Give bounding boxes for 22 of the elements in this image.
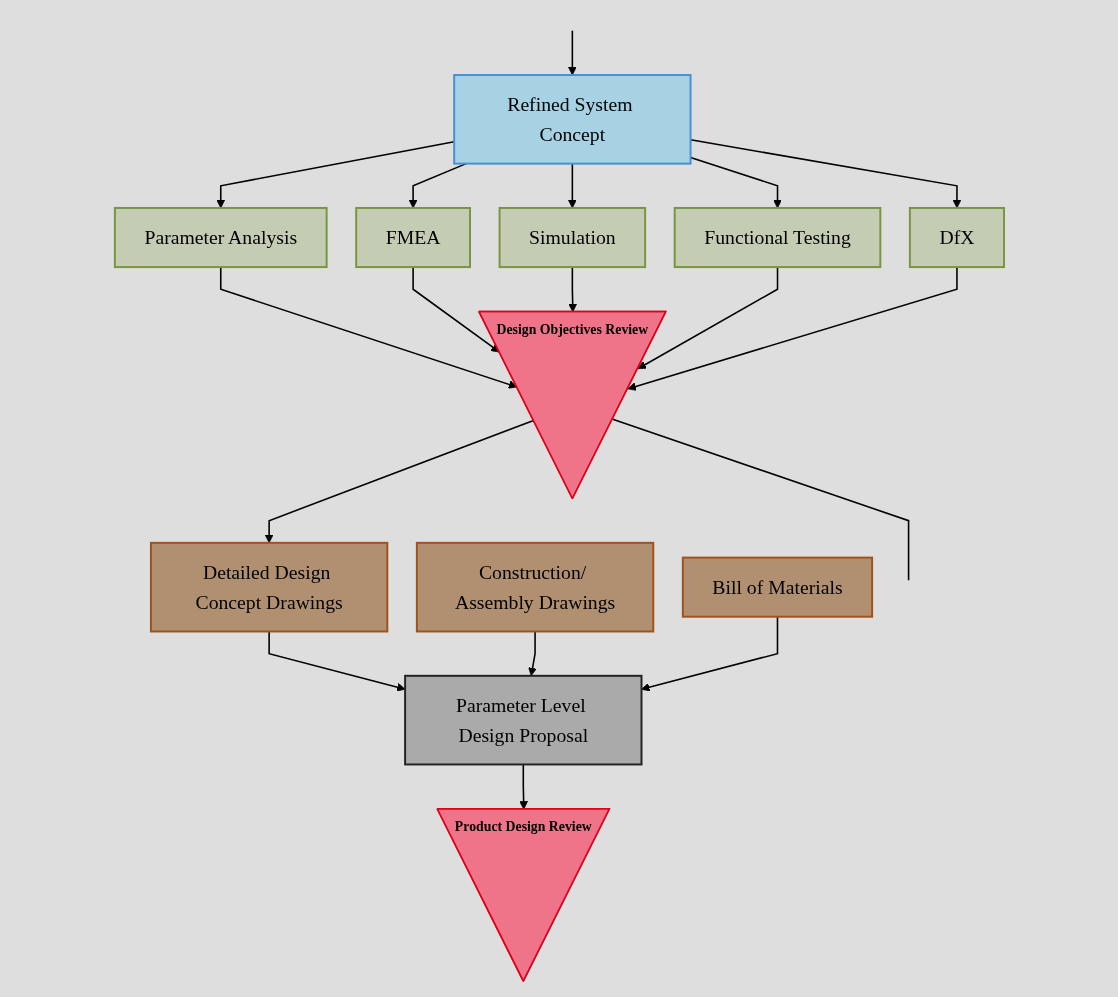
node-box: Parameter Level Design Proposal [403, 674, 643, 765]
arrow [264, 419, 534, 543]
node-box: Functional Testing [673, 206, 881, 268]
node-box: DfX [908, 206, 1005, 268]
node-box: Bill of Materials [681, 556, 873, 618]
arrow [637, 265, 778, 369]
node-box: Construction/ Assembly Drawings [415, 541, 654, 632]
arrow [567, 29, 577, 75]
arrow [411, 265, 500, 352]
arrow [219, 265, 517, 389]
arrow [567, 162, 577, 208]
connector [611, 417, 909, 581]
node-box: Refined System Concept [452, 73, 692, 165]
node-box: Simulation [498, 206, 646, 268]
arrow [518, 763, 528, 810]
arrow [408, 162, 467, 208]
arrow [567, 265, 577, 312]
node-box: FMEA [354, 206, 471, 268]
arrow [527, 630, 537, 676]
arrow [627, 265, 958, 391]
node-box: Parameter Analysis [113, 206, 328, 268]
node-box: Detailed Design Concept Drawings [149, 541, 388, 632]
